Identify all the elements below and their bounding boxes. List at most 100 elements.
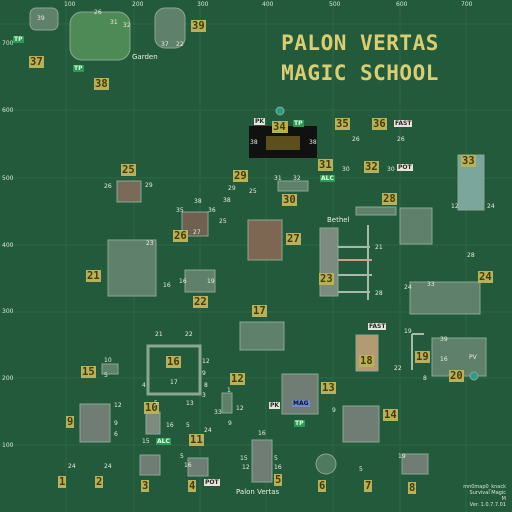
area-label[interactable]: 25 bbox=[121, 164, 136, 176]
area-label[interactable]: 2 bbox=[95, 476, 104, 488]
point-number: 28 bbox=[375, 290, 383, 297]
area-label[interactable]: 4 bbox=[188, 480, 197, 492]
point-number: 12 bbox=[202, 358, 210, 365]
point-number: 15 bbox=[142, 438, 150, 445]
teleport-tag[interactable]: TP bbox=[73, 65, 84, 72]
area-label[interactable]: 3 bbox=[141, 480, 150, 492]
point-number: 16 bbox=[258, 430, 266, 437]
point-number: 5 bbox=[274, 455, 278, 462]
area-label[interactable]: 38 bbox=[94, 78, 109, 90]
point-number: 24 bbox=[68, 463, 76, 470]
x-axis-tick: 200 bbox=[132, 1, 144, 8]
area-label[interactable]: 26 bbox=[173, 230, 188, 242]
y-axis-tick: 100 bbox=[2, 442, 14, 449]
fast-tag[interactable]: FAST bbox=[368, 323, 387, 330]
area-label[interactable]: 31 bbox=[318, 159, 333, 171]
alchemy-tag[interactable]: ALC bbox=[320, 175, 335, 182]
area-label[interactable]: 33 bbox=[461, 155, 476, 167]
area-label[interactable]: 21 bbox=[86, 270, 101, 282]
point-number: 19 bbox=[404, 328, 412, 335]
area-label[interactable]: 15 bbox=[81, 366, 96, 378]
area-label[interactable]: 35 bbox=[335, 118, 350, 130]
x-axis-tick: 100 bbox=[64, 1, 76, 8]
area-label[interactable]: 37 bbox=[29, 56, 44, 68]
x-axis-tick: 600 bbox=[396, 1, 408, 8]
pk-tag[interactable]: PK bbox=[254, 118, 266, 125]
area-label[interactable]: 14 bbox=[383, 409, 398, 421]
y-axis-tick: 600 bbox=[2, 107, 14, 114]
y-axis-tick: 300 bbox=[2, 308, 14, 315]
area-label[interactable]: 29 bbox=[233, 170, 248, 182]
point-number: 37 bbox=[161, 41, 169, 48]
point-number: 13 bbox=[186, 400, 194, 407]
point-number: 9 bbox=[114, 420, 118, 427]
watermark-line: M bbox=[501, 496, 506, 502]
teleport-tag[interactable]: TP bbox=[294, 420, 305, 427]
area-label[interactable]: 28 bbox=[382, 193, 397, 205]
watermark-line: Ver. 1.0.7.7.01 bbox=[469, 502, 506, 508]
area-label[interactable]: 30 bbox=[282, 194, 297, 206]
area-label[interactable]: 27 bbox=[286, 233, 301, 245]
area-label[interactable]: 39 bbox=[191, 20, 206, 32]
area-label[interactable]: 16 bbox=[166, 356, 181, 368]
area-label[interactable]: 11 bbox=[189, 434, 204, 446]
point-number: 3 bbox=[202, 392, 206, 399]
teleport-tag[interactable]: TP bbox=[293, 120, 304, 127]
x-axis-tick: 700 bbox=[461, 1, 473, 8]
fast-tag[interactable]: FAST bbox=[394, 120, 413, 127]
area-label[interactable]: 6 bbox=[318, 480, 327, 492]
area-label[interactable]: 18 bbox=[359, 355, 374, 367]
y-axis-tick: 400 bbox=[2, 242, 14, 249]
area-label[interactable]: 23 bbox=[319, 273, 334, 285]
point-number: 22 bbox=[394, 365, 402, 372]
point-number: 12 bbox=[236, 405, 244, 412]
point-number: 19 bbox=[398, 453, 406, 460]
point-number: 30 bbox=[342, 166, 350, 173]
area-label[interactable]: 10 bbox=[144, 402, 159, 414]
alchemy-tag[interactable]: ALC bbox=[156, 438, 171, 445]
point-number: 38 bbox=[194, 198, 202, 205]
x-axis-tick: 400 bbox=[262, 1, 274, 8]
area-label[interactable]: 5 bbox=[274, 474, 283, 486]
teleport-tag[interactable]: TP bbox=[13, 36, 24, 43]
area-label[interactable]: 24 bbox=[478, 271, 493, 283]
point-number: 1 bbox=[227, 387, 231, 394]
watermark-line: mn0map0_knack bbox=[463, 484, 506, 490]
title-line-1: PALON VERTAS bbox=[281, 31, 439, 55]
area-label[interactable]: 9 bbox=[66, 416, 75, 428]
area-label[interactable]: 13 bbox=[321, 382, 336, 394]
point-number: 16 bbox=[184, 462, 192, 469]
magic-tag[interactable]: MAG bbox=[292, 400, 310, 407]
area-label[interactable]: 22 bbox=[193, 296, 208, 308]
point-number: 24 bbox=[487, 203, 495, 210]
area-label[interactable]: 20 bbox=[449, 370, 464, 382]
point-number: 25 bbox=[249, 188, 257, 195]
area-label[interactable]: 36 bbox=[372, 118, 387, 130]
area-label[interactable]: 17 bbox=[252, 305, 267, 317]
x-axis-tick: 300 bbox=[197, 1, 209, 8]
point-number: 6 bbox=[114, 431, 118, 438]
point-number: 25 bbox=[219, 218, 227, 225]
place-palon-vertas: Palon Vertas bbox=[236, 488, 280, 496]
point-number: 26 bbox=[397, 136, 405, 143]
potion-tag[interactable]: POT bbox=[397, 164, 413, 171]
point-number: 36 bbox=[208, 207, 216, 214]
y-axis-tick: 200 bbox=[2, 375, 14, 382]
place-garden: Garden bbox=[132, 53, 158, 61]
area-label[interactable]: 8 bbox=[408, 482, 417, 494]
point-number: 28 bbox=[467, 252, 475, 259]
point-number: 35 bbox=[176, 207, 184, 214]
area-label[interactable]: 12 bbox=[230, 373, 245, 385]
area-label[interactable]: 32 bbox=[364, 161, 379, 173]
area-label[interactable]: 7 bbox=[364, 480, 373, 492]
area-label[interactable]: 1 bbox=[58, 476, 67, 488]
point-number: 24 bbox=[404, 284, 412, 291]
area-label-selected[interactable]: 34 bbox=[272, 121, 287, 133]
point-number: 5 bbox=[104, 372, 108, 379]
pk-tag[interactable]: PK bbox=[269, 402, 281, 409]
point-number: 32 bbox=[293, 175, 301, 182]
potion-tag[interactable]: POT bbox=[204, 479, 220, 486]
point-number: 4 bbox=[142, 382, 146, 389]
y-axis-tick: 500 bbox=[2, 175, 14, 182]
area-label[interactable]: 19 bbox=[415, 351, 430, 363]
